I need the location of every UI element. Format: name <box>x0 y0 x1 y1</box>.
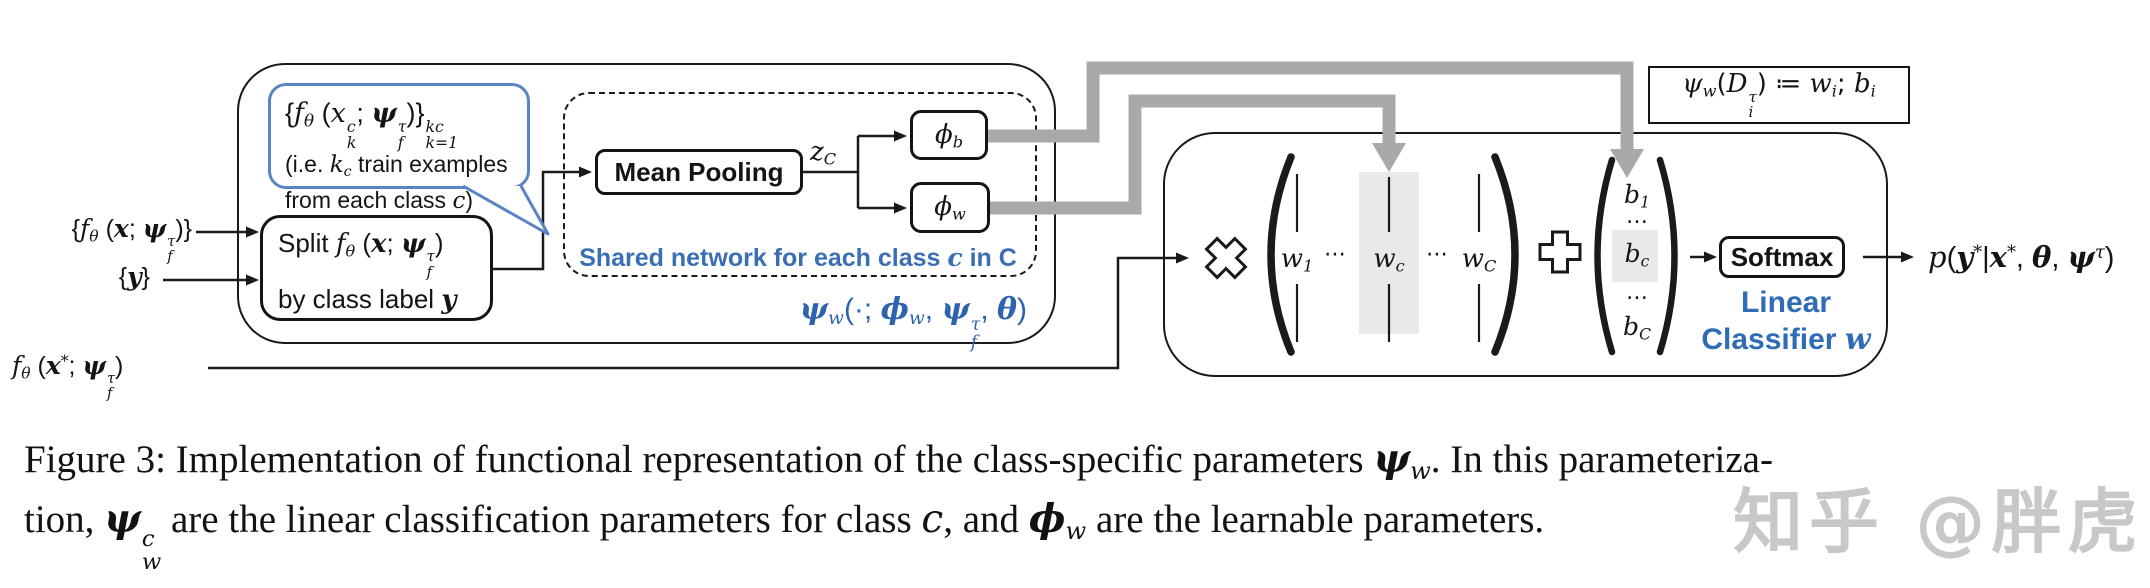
linear-classifier-label-line2: Classifier w <box>1701 322 1871 357</box>
shared-network-label: Shared network for each class c in C <box>579 243 1017 272</box>
selected-bias-highlight <box>1612 230 1658 282</box>
weight-dots-left: ⋯ <box>1324 242 1346 267</box>
softmax-label: Softmax <box>1730 241 1834 272</box>
weight-wc-label: wc <box>1373 244 1405 276</box>
bias-dots-top: … <box>1626 204 1648 229</box>
weight-dots-right: ⋯ <box>1426 242 1448 267</box>
phi-w-label: ϕw <box>934 192 966 224</box>
bias-b1-label: b1 <box>1624 180 1650 212</box>
z-c-label: zC <box>810 137 837 169</box>
weight-wC-label: wC <box>1461 244 1497 276</box>
phi-b-label: ϕb <box>934 119 964 152</box>
mean-pooling-label: Mean Pooling <box>614 156 784 187</box>
split-box-line2: by class label y <box>278 284 457 316</box>
softmax-to-output-arrowhead-icon <box>1901 251 1914 263</box>
support-labels-label: {y} <box>118 262 150 291</box>
weight-w1-label: w1 <box>1280 244 1314 276</box>
callout-note-line2: from each class c) <box>285 186 474 214</box>
output-probability-label: p(y*|x*, θ, ψτ) <box>1928 240 2115 274</box>
watermark: 知乎 @胖虎 <box>1733 481 2144 563</box>
phi-w-box: ϕw <box>910 182 990 233</box>
linear-classifier-label-line1: Linear <box>1740 286 1832 319</box>
callout-note-line1: (i.e. kc train examples <box>285 150 508 180</box>
caption-line1: Figure 3: Implementation of functional r… <box>24 436 1773 485</box>
softmax-box: Softmax <box>1719 236 1845 278</box>
mean-pooling-box: Mean Pooling <box>595 149 803 195</box>
linear-classifier-label: Linear Classifier w <box>1696 284 1876 358</box>
bias-dots-bottom: … <box>1626 280 1648 305</box>
bias-bc-label: bc <box>1624 239 1650 271</box>
bias-bC-label: bC <box>1623 312 1651 344</box>
phi-b-box: ϕb <box>910 110 988 160</box>
